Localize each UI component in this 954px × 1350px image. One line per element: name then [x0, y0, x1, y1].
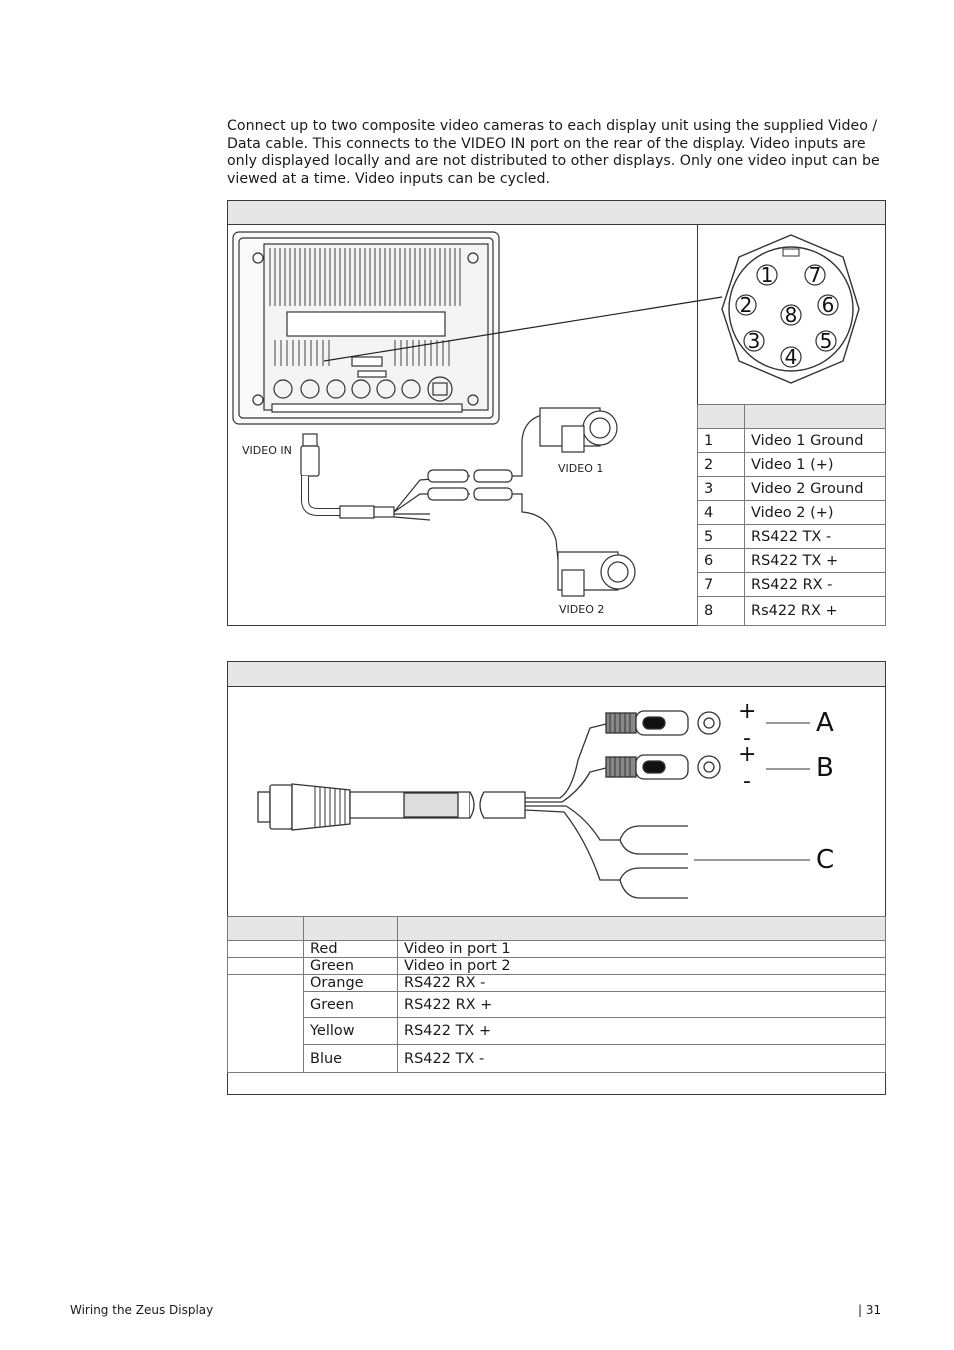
pin-number-4: 4 [785, 345, 798, 369]
diagram-header-bar [228, 201, 885, 225]
table-row: 6 RS422 TX + [697, 548, 886, 573]
video2-plus-label: + [738, 742, 756, 767]
table-row: 5 RS422 TX - [697, 524, 886, 549]
table-header-cell [697, 404, 745, 429]
pin-cell: 8 [697, 596, 745, 626]
table-row: 8 Rs422 RX + [697, 596, 886, 626]
table-row: Red Video in port 1 [227, 940, 886, 958]
function-cell: RS422 RX - [744, 572, 886, 597]
footer-section-title: Wiring the Zeus Display [70, 1303, 214, 1317]
table-row: Yellow RS422 TX + [228, 1017, 886, 1045]
callout-b: B [816, 753, 834, 783]
function-cell: Rs422 RX + [744, 596, 886, 626]
wire-color-cell: Green [303, 991, 398, 1018]
wire-function-cell: RS422 RX + [397, 991, 886, 1018]
pin-cell: 3 [697, 476, 745, 501]
function-cell: Video 2 (+) [744, 500, 886, 525]
table-row: 2 Video 1 (+) [697, 452, 886, 477]
table-row: Blue RS422 TX - [228, 1044, 886, 1073]
function-cell: RS422 TX + [744, 548, 886, 573]
callout-cell [227, 974, 304, 1073]
wire-color-cell: Green [303, 957, 398, 975]
video1-plus-label: + [738, 699, 756, 724]
table-row: Green RS422 RX + [228, 991, 886, 1018]
pin-table: 1 Video 1 Ground 2 Video 1 (+) 3 Video 2… [697, 404, 886, 626]
video1-minus-label: - [743, 726, 751, 751]
wire-color-cell: Blue [303, 1044, 398, 1073]
wire-color-cell: Orange [303, 974, 398, 992]
video-in-label: VIDEO IN [242, 444, 292, 457]
pin-number-6: 6 [822, 293, 835, 317]
pin-cell: 7 [697, 572, 745, 597]
intro-paragraph: Connect up to two composite video camera… [227, 118, 880, 187]
video1-label: VIDEO 1 [558, 462, 603, 475]
pin-number-1: 1 [761, 263, 774, 287]
pin-cell: 5 [697, 524, 745, 549]
table-header-cell [303, 916, 398, 941]
table-row: Green Video in port 2 [227, 957, 886, 975]
connector-face-illustration: 1 7 2 6 8 3 5 4 [721, 234, 860, 384]
video2-label: VIDEO 2 [559, 603, 604, 616]
callout-c: C [816, 845, 834, 875]
video2-minus-label: - [743, 769, 751, 794]
wire-function-cell: RS422 TX + [397, 1017, 886, 1045]
wire-color-table: Red Video in port 1 Green Video in port … [227, 916, 886, 1073]
table-row: Orange RS422 RX - [227, 974, 886, 1073]
callout-cell [227, 940, 304, 958]
table-header-cell [397, 916, 886, 941]
wire-table-header [227, 916, 886, 941]
pin-number-8: 8 [785, 303, 798, 327]
callout-a: A [816, 708, 834, 738]
wire-color-cell: Yellow [303, 1017, 398, 1045]
wire-function-cell: Video in port 2 [397, 957, 886, 975]
table-row: 7 RS422 RX - [697, 572, 886, 597]
pin-number-3: 3 [748, 329, 761, 353]
pin-cell: 2 [697, 452, 745, 477]
wire-function-cell: RS422 TX - [397, 1044, 886, 1073]
pin-number-2: 2 [740, 293, 753, 317]
diagram-header-bar [228, 662, 885, 687]
wire-function-cell: Video in port 1 [397, 940, 886, 958]
pin-number-7: 7 [809, 263, 822, 287]
pin-table-header [697, 404, 886, 429]
footer-page-number: | 31 [858, 1303, 882, 1317]
wire-color-cell: Red [303, 940, 398, 958]
table-header-cell [227, 916, 304, 941]
function-cell: RS422 TX - [744, 524, 886, 549]
wire-function-cell: RS422 RX - [397, 974, 886, 992]
pin-number-5: 5 [820, 329, 833, 353]
pin-cell: 1 [697, 428, 745, 453]
callout-cell [227, 957, 304, 975]
